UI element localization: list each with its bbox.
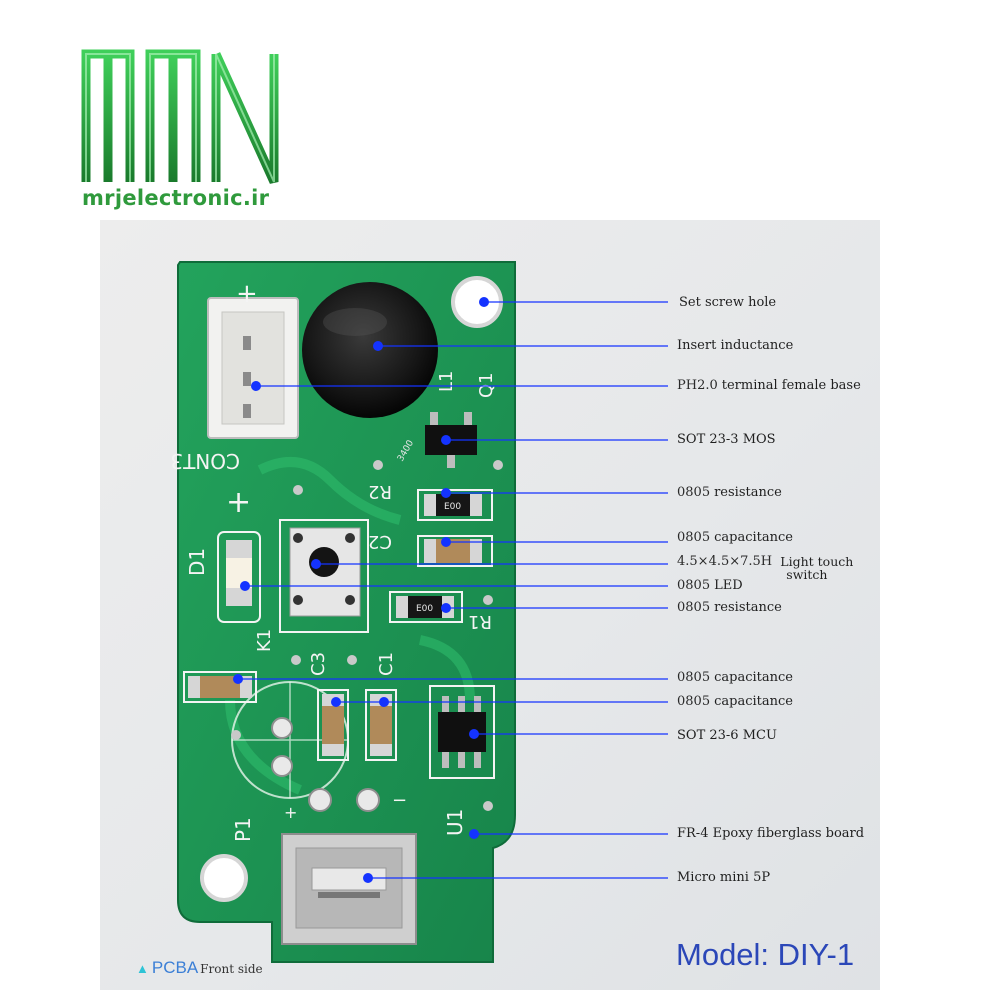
callout-label: Micro mini 5P <box>677 870 771 885</box>
silk-c2: C2 <box>368 531 392 552</box>
silk-p1-minus: − <box>392 790 407 811</box>
silk-r2: R2 <box>368 481 392 502</box>
brand-logo <box>81 49 279 184</box>
callout-fr4: FR-4 Epoxy fiberglass board <box>677 827 864 841</box>
pointer-dot-screw <box>479 297 489 307</box>
callout-label: capacitance <box>714 530 793 545</box>
mcu-chip <box>438 712 486 752</box>
silk-cont3: CONT3 <box>170 449 240 473</box>
pointer-dot-led <box>240 581 250 591</box>
callout-code: 4.5×4.5×7.5H <box>677 554 773 569</box>
callout-switch: 4.5×4.5×7.5H Light touch switch <box>677 554 854 582</box>
silk-plus-mid: + <box>226 485 251 520</box>
callout-usb: Micro mini 5P <box>677 871 770 885</box>
r2-marking: E00 <box>444 502 461 512</box>
model-label: Model: DIY-1 <box>676 937 855 972</box>
callout-label: SOT 23-6 MCU <box>677 728 777 743</box>
callout-mos: SOT 23-3 MOS <box>677 433 776 447</box>
callout-label: Set screw hole <box>679 295 777 310</box>
pcba-label: PCBA <box>151 958 199 977</box>
silk-c1: C1 <box>376 652 397 676</box>
callout-code: 0805 <box>677 670 711 685</box>
callout-inductance: Insert inductance <box>677 339 793 353</box>
website-label: mrjelectronic.ir <box>82 186 270 210</box>
pointer-dot-mos <box>441 435 451 445</box>
callout-code: 0805 <box>677 485 711 500</box>
silk-p1: P1 <box>231 817 255 842</box>
r1-marking: E00 <box>416 604 433 614</box>
pointer-dot-c2 <box>441 537 451 547</box>
silk-r1: R1 <box>468 611 492 632</box>
callout-label: terminal female base <box>721 378 861 393</box>
pointer-dot-inductance <box>373 341 383 351</box>
callout-label: FR-4 Epoxy fiberglass board <box>677 826 865 841</box>
silk-l1: L1 <box>436 371 457 392</box>
callout-code: 0805 <box>677 530 711 545</box>
callout-label: Insert inductance <box>677 338 794 353</box>
pointer-dot-ph20 <box>251 381 261 391</box>
pointer-dot-usb <box>363 873 373 883</box>
pointer-dot-c3 <box>233 674 243 684</box>
callout-label: LED <box>714 578 743 593</box>
inductor <box>302 282 438 418</box>
callout-label: SOT 23-3 MOS <box>677 432 776 447</box>
pointer-dot-fr4 <box>469 829 479 839</box>
silk-q1: Q1 <box>476 372 497 398</box>
silk-d1: D1 <box>185 548 209 576</box>
silk-k1: K1 <box>254 629 275 652</box>
r2-resistor <box>436 494 470 516</box>
pointer-dot-switch <box>311 559 321 569</box>
c1-capacitor-left <box>322 706 344 744</box>
silk-plus-top: + <box>236 279 258 309</box>
callout-code: 0805 <box>677 600 711 615</box>
callout-code: 0805 <box>677 694 711 709</box>
callout-label: resistance <box>714 485 782 500</box>
callout-code: PH2.0 <box>677 378 718 393</box>
callout-mcu: SOT 23-6 MCU <box>677 729 777 743</box>
callout-label: capacitance <box>714 694 793 709</box>
callout-screw-hole: Set screw hole <box>679 296 776 310</box>
pointer-dot-r2 <box>441 488 451 498</box>
silk-u1: U1 <box>443 809 467 836</box>
c3-capacitor <box>200 676 240 698</box>
pointer-dot-r1 <box>441 603 451 613</box>
c1-capacitor-right <box>370 706 392 744</box>
pointer-dot-c1b <box>379 697 389 707</box>
pointer-dot-c1 <box>331 697 341 707</box>
r1-resistor <box>408 596 442 618</box>
callout-code: 0805 <box>677 578 711 593</box>
pointer-dot-mcu <box>469 729 479 739</box>
triangle-icon: ▲ <box>136 961 149 976</box>
callout-label: Light touch <box>780 554 854 569</box>
pcba-sub-label: Front side <box>200 962 263 976</box>
screw-hole-bottom <box>200 854 248 902</box>
silk-c3: C3 <box>308 652 329 676</box>
callout-label-2: switch <box>786 567 828 582</box>
silk-p1-plus: + <box>284 803 297 822</box>
callout-label: resistance <box>714 600 782 615</box>
callout-label: capacitance <box>714 670 793 685</box>
